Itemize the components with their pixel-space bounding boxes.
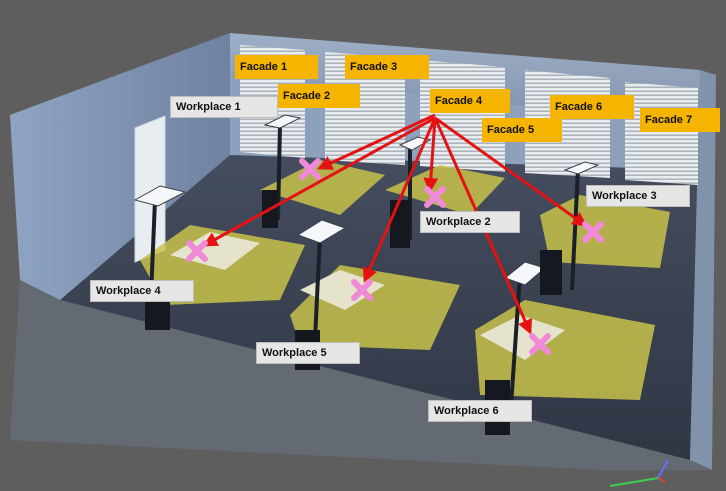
workplace-markers [186,158,604,355]
arrow-to-workplace-4 [202,116,436,247]
marker-workplace-4 [186,240,208,262]
workplace-6-label: Workplace 6 [428,400,532,422]
arrow-to-workplace-1 [317,113,436,170]
facade-5-label: Facade 5 [482,118,562,142]
facade-6-label: Facade 6 [550,95,634,119]
arrow-to-workplace-5 [362,117,437,283]
marker-workplace-3 [582,221,604,243]
facade-7-label: Facade 7 [640,108,720,132]
lamp-heads [133,114,600,286]
marker-workplace-6 [529,333,551,355]
facade-2-label: Facade 2 [278,84,360,108]
floor-front-edge [10,280,712,470]
workplace-1-label: Workplace 1 [170,96,278,118]
arrow-to-workplace-2 [423,117,439,193]
facade-4-label: Facade 4 [430,89,510,113]
arrow-to-workplace-3 [434,116,588,227]
workplace-5-label: Workplace 5 [256,342,360,364]
workplace-2-label: Workplace 2 [420,211,520,233]
facade-3-label: Facade 3 [345,55,429,79]
marker-workplace-5 [351,279,373,301]
floor-lamps [148,124,580,421]
workplace-3-label: Workplace 3 [586,185,690,207]
workplace-4-label: Workplace 4 [90,280,194,302]
marker-workplace-1 [299,158,321,180]
axis-gizmo-icon [609,459,669,487]
facade-1-label: Facade 1 [235,55,318,79]
marker-workplace-2 [424,186,446,208]
right-wall-edge [690,70,716,470]
light-arrows [202,113,588,335]
